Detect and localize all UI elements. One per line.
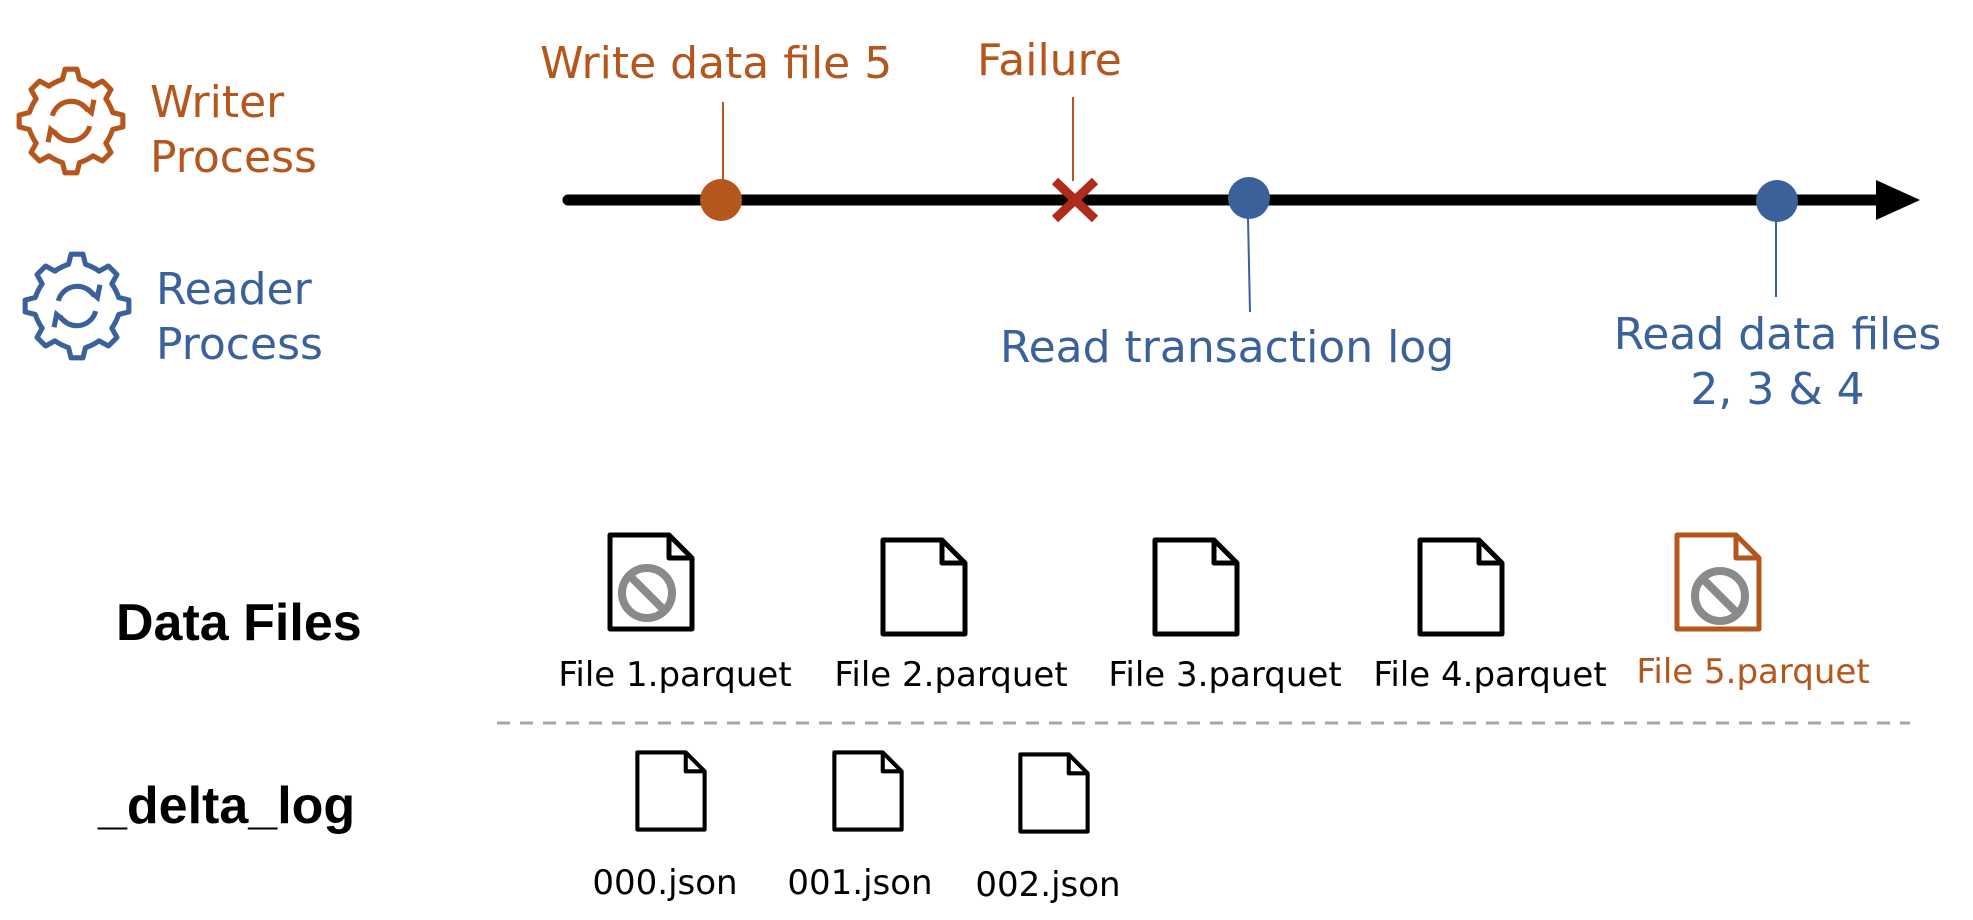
- file-4-label: File 4.parquet: [1373, 655, 1607, 695]
- log-000-document-icon: [637, 752, 704, 829]
- read-log-event-marker: [1228, 177, 1270, 219]
- read-data-label-line1: Read data files: [1613, 309, 1942, 360]
- writer-legend: Writer Process: [150, 75, 317, 185]
- log-000-label: 000.json: [592, 863, 738, 903]
- file-2-document-icon: [883, 540, 965, 634]
- failure-event-label: Failure: [977, 35, 1122, 86]
- log-002-document-icon: [1020, 754, 1087, 831]
- file-4-document-icon: [1420, 540, 1502, 634]
- read-log-event-label: Read transaction log: [1000, 322, 1455, 373]
- reader-legend-line1: Reader: [156, 264, 312, 315]
- data-files-section-label: Data Files: [116, 594, 362, 652]
- log-001-document-icon: [834, 752, 901, 829]
- prohibit-icon: [1695, 571, 1745, 621]
- reader-legend-line2: Process: [156, 319, 323, 370]
- file-1-label: File 1.parquet: [558, 655, 792, 695]
- log-002-label: 002.json: [975, 865, 1121, 905]
- writer-gear-icon: [19, 69, 123, 173]
- writer-legend-line2: Process: [150, 132, 317, 183]
- prohibit-icon: [622, 568, 672, 618]
- reader-legend: Reader Process: [156, 262, 323, 372]
- file-2-label: File 2.parquet: [834, 655, 1068, 695]
- failure-x-mark-icon: [1051, 177, 1099, 223]
- log-001-label: 001.json: [787, 863, 933, 903]
- write-event-label: Write data file 5: [540, 38, 893, 89]
- read-data-event-label: Read data files 2, 3 & 4: [1600, 307, 1955, 417]
- file-3-document-icon: [1155, 540, 1237, 634]
- reader-gear-icon: [25, 254, 129, 358]
- file-3-label: File 3.parquet: [1108, 655, 1342, 695]
- writer-legend-line1: Writer: [150, 77, 285, 128]
- delta-log-section-label: _delta_log: [98, 777, 356, 835]
- read-log-connector: [1247, 217, 1251, 313]
- read-data-label-line2: 2, 3 & 4: [1690, 364, 1865, 415]
- timeline-arrowhead: [1876, 180, 1920, 220]
- write-event-marker: [700, 179, 742, 221]
- file-5-label: File 5.parquet: [1636, 652, 1870, 692]
- read-data-event-marker: [1756, 180, 1798, 222]
